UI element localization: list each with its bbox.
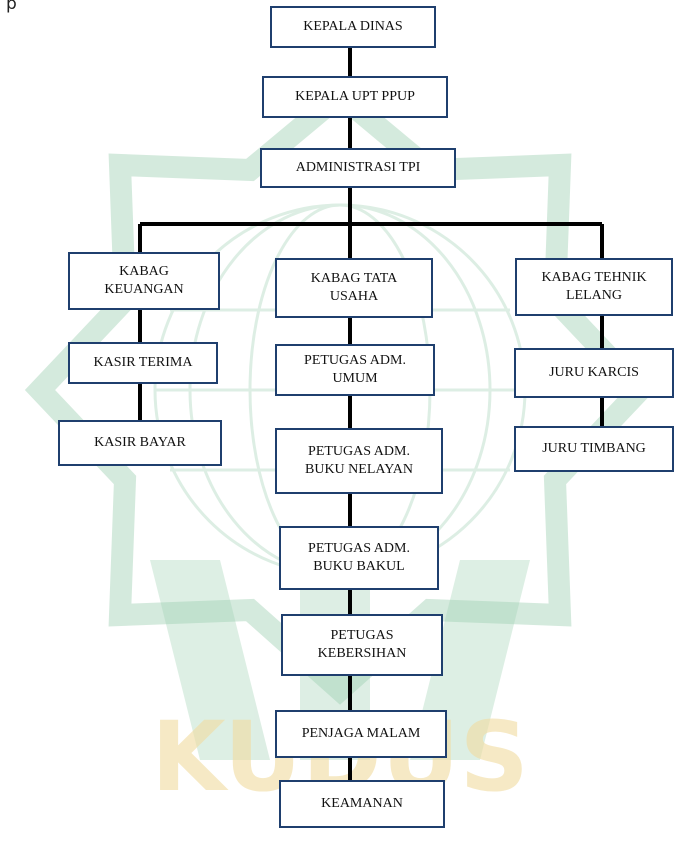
node-kasir-bayar: KASIR BAYAR xyxy=(58,420,222,466)
node-juru-timbang: JURU TIMBANG xyxy=(514,426,674,472)
node-kabag-tata-usaha: KABAG TATA USAHA xyxy=(275,258,433,318)
node-kepala-dinas: KEPALA DINAS xyxy=(270,6,436,48)
partial-header-text: p xyxy=(6,0,17,14)
node-keamanan: KEAMANAN xyxy=(279,780,445,828)
node-kasir-terima: KASIR TERIMA xyxy=(68,342,218,384)
node-juru-karcis: JURU KARCIS xyxy=(514,348,674,398)
node-kepala-upt-ppup: KEPALA UPT PPUP xyxy=(262,76,448,118)
node-penjaga-malam: PENJAGA MALAM xyxy=(275,710,447,758)
node-petugas-adm-buku-bakul: PETUGAS ADM. BUKU BAKUL xyxy=(279,526,439,590)
node-petugas-kebersihan: PETUGAS KEBERSIHAN xyxy=(281,614,443,676)
node-kabag-tehnik-lelang: KABAG TEHNIK LELANG xyxy=(515,258,673,316)
node-kabag-keuangan: KABAG KEUANGAN xyxy=(68,252,220,310)
node-administrasi-tpi: ADMINISTRASI TPI xyxy=(260,148,456,188)
node-petugas-adm-buku-nelayan: PETUGAS ADM. BUKU NELAYAN xyxy=(275,428,443,494)
node-petugas-adm-umum: PETUGAS ADM. UMUM xyxy=(275,344,435,396)
